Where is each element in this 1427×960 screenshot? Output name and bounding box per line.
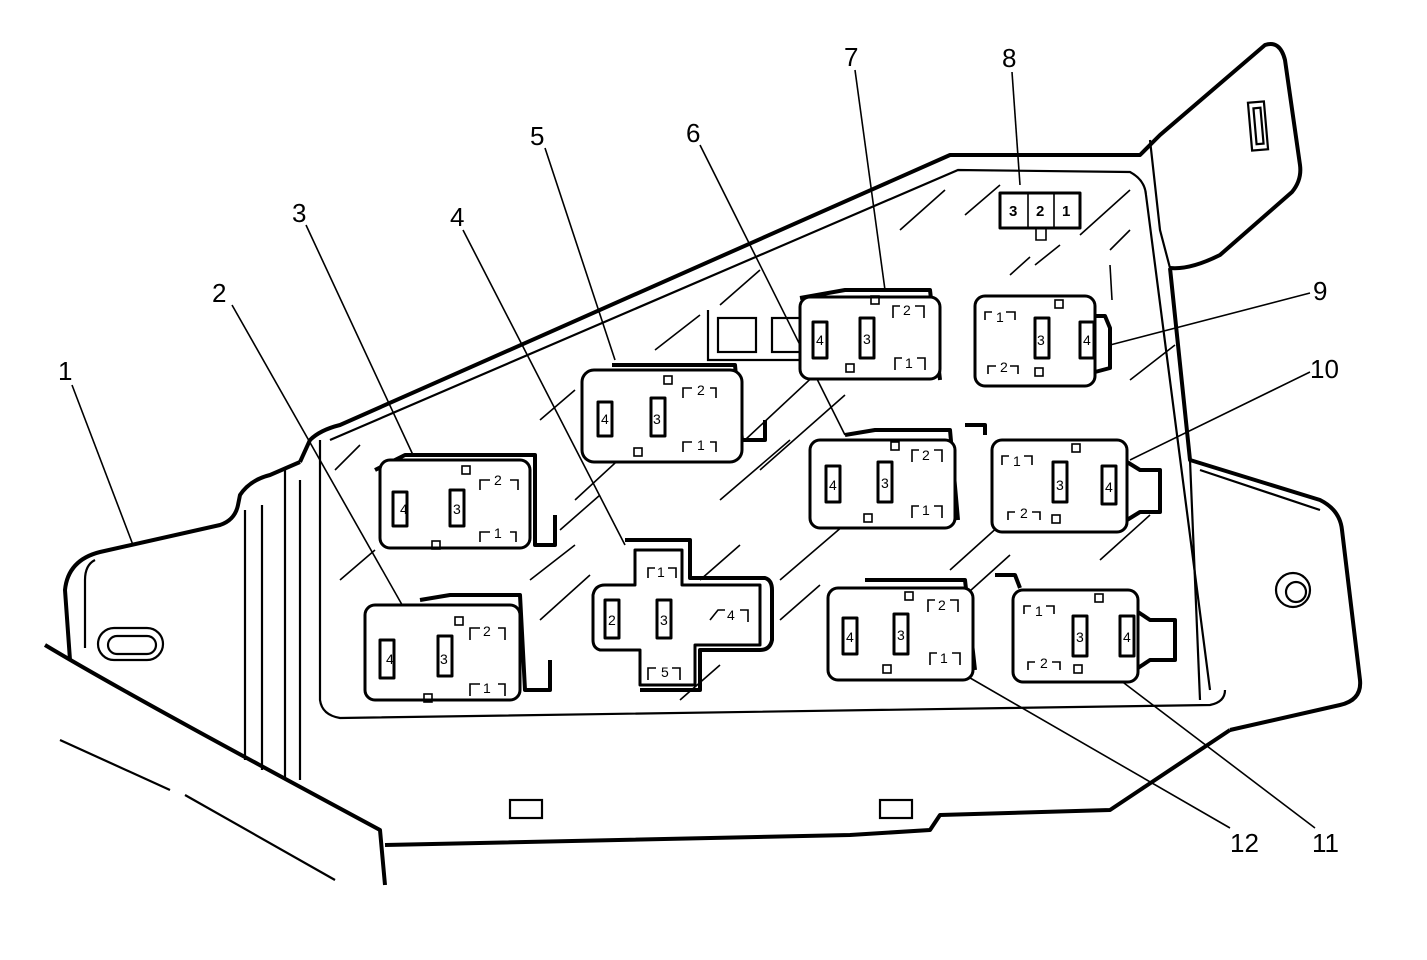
relay-3-pin-1: 1 [494, 525, 502, 541]
connector-8-pin-3: 3 [1009, 203, 1017, 220]
leader-lines [71, 69, 1316, 829]
callout-10: 10 [1310, 354, 1339, 384]
relay-12-pin-3: 3 [897, 627, 905, 643]
relay-11: 1 2 3 4 [995, 573, 1177, 684]
relay-4: 1 2 3 4 5 [591, 538, 774, 692]
relay-11-pin-1: 1 [1035, 603, 1043, 619]
relay-4-pin-4: 4 [727, 607, 735, 623]
housing-outline [43, 42, 1363, 886]
relay-9-pin-2: 2 [1000, 359, 1008, 375]
relay-5-pin-4: 4 [601, 411, 609, 427]
relay-9-pin-3: 3 [1037, 332, 1045, 348]
relay-2-pin-1: 1 [483, 680, 491, 696]
callout-3: 3 [292, 198, 306, 228]
relay-10: 1 2 3 4 [965, 423, 1162, 534]
connector-8-pin-1: 1 [1062, 203, 1070, 220]
callout-9: 9 [1313, 276, 1327, 306]
relay-10-pin-3: 3 [1056, 477, 1064, 493]
callout-5: 5 [530, 121, 544, 151]
relay-2-pin-3: 3 [440, 651, 448, 667]
relay-7-pin-3: 3 [863, 331, 871, 347]
relay-3: 4 3 2 1 [374, 453, 557, 550]
relay-10-pin-4: 4 [1105, 479, 1113, 495]
callout-2: 2 [212, 278, 226, 308]
callout-7: 7 [844, 42, 858, 72]
relay-6-pin-1: 1 [922, 502, 930, 518]
callout-12: 12 [1230, 828, 1259, 858]
relay-9-pin-4: 4 [1083, 332, 1091, 348]
relay-12: 4 3 2 1 [826, 578, 977, 682]
connector-8: 3 2 1 [998, 191, 1082, 241]
relay-10-pin-1: 1 [1013, 453, 1021, 469]
relay-6-pin-2: 2 [922, 447, 930, 463]
relay-7-pin-4: 4 [816, 332, 824, 348]
relay-5-pin-1: 1 [697, 437, 705, 453]
callout-labels: 1 2 3 4 5 6 7 8 9 10 11 12 [58, 42, 1339, 858]
relay-11-pin-3: 3 [1076, 629, 1084, 645]
callout-6: 6 [686, 118, 700, 148]
relay-3-pin-2: 2 [494, 472, 502, 488]
callout-1: 1 [58, 356, 72, 386]
relay-2: 4 3 2 1 [363, 593, 552, 703]
relay-6-pin-4: 4 [829, 477, 837, 493]
callout-4: 4 [450, 202, 464, 232]
relay-7-pin-2: 2 [903, 302, 911, 318]
relay-7-pin-1: 1 [905, 355, 913, 371]
relay-6-pin-3: 3 [881, 475, 889, 491]
relay-2-pin-4: 4 [386, 651, 394, 667]
relay-11-pin-4: 4 [1123, 629, 1131, 645]
relay-4-pin-1: 1 [657, 564, 665, 580]
relay-4-pin-5: 5 [661, 664, 669, 680]
relay-4-pin-3: 3 [660, 612, 668, 628]
relay-4-pin-2: 2 [608, 612, 616, 628]
relay-7: 4 3 2 1 [798, 288, 942, 381]
relay-12-pin-2: 2 [938, 597, 946, 613]
relay-12-pin-1: 1 [940, 650, 948, 666]
relay-6: 4 3 2 1 [808, 428, 960, 530]
relay-3-pin-3: 3 [453, 501, 461, 517]
callout-11: 11 [1312, 828, 1339, 858]
relay-3-pin-4: 4 [400, 501, 408, 517]
relay-9: 1 2 3 4 [973, 294, 1112, 388]
relay-2-pin-2: 2 [483, 623, 491, 639]
connector-8-pin-2: 2 [1036, 203, 1044, 220]
relay-9-pin-1: 1 [996, 309, 1004, 325]
callout-8: 8 [1002, 43, 1016, 73]
relay-5-pin-2: 2 [697, 382, 705, 398]
relay-10-pin-2: 2 [1020, 505, 1028, 521]
relay-12-pin-4: 4 [846, 629, 854, 645]
relay-5: 4 3 2 1 [580, 363, 767, 464]
relay-5-pin-3: 3 [653, 411, 661, 427]
relay-11-pin-2: 2 [1040, 655, 1048, 671]
